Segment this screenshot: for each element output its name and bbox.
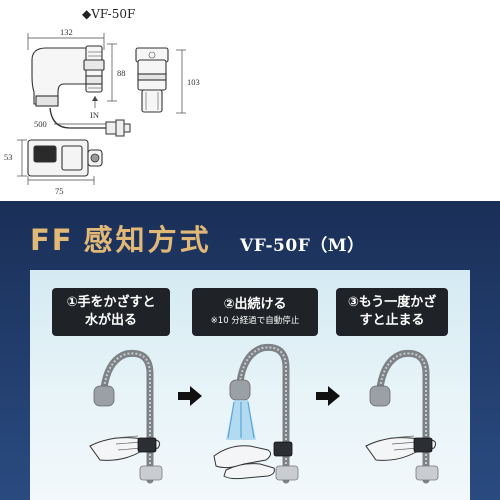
spec-drawing: ◆VF-50F	[0, 0, 500, 200]
banner-title: FF 感知方式	[30, 217, 212, 259]
dim-sensor-width: 75	[55, 186, 64, 196]
faucet-icon	[229, 343, 299, 484]
step-2-note: ※10 分経過で自動停止	[210, 316, 300, 326]
water-spray-icon	[226, 400, 256, 440]
banner-title-ff: FF	[30, 223, 74, 257]
step-3-box: ③もう一度かざ すと止まる	[336, 288, 448, 336]
step-1-box: ①手をかざすと 水が出る	[52, 288, 170, 336]
dim-cord-length: 500	[34, 119, 47, 129]
steps-panel: ①手をかざすと 水が出る ②出続ける ※10 分経過で自動停止 ③もう一度かざ …	[30, 270, 470, 500]
dim-sensor-height: 53	[4, 152, 13, 162]
faucet-icon	[369, 349, 439, 484]
dim-height-body: 88	[117, 68, 126, 78]
technical-drawing	[17, 33, 186, 185]
step-2-box: ②出続ける ※10 分経過で自動停止	[192, 288, 318, 336]
step-3-line1: ③もう一度かざ	[347, 295, 437, 310]
banner-title-text: 感知方式	[83, 223, 212, 257]
step-1-line2: 水が出る	[84, 313, 137, 328]
dim-in-label: IN	[90, 110, 99, 120]
dim-height-side: 103	[187, 77, 200, 87]
arrow-right-icon	[316, 386, 340, 406]
model-label: ◆VF-50F	[82, 7, 136, 21]
steps-illustration	[89, 343, 439, 484]
faucet-icon	[93, 349, 163, 484]
banner-model: VF-50F（M）	[240, 236, 365, 256]
arrow-right-icon	[178, 386, 202, 406]
sensing-method-banner: FF 感知方式 VF-50F（M） ①手をかざすと 水が出る ②出続ける ※10 …	[0, 201, 500, 500]
step-3-line2: すと止まる	[359, 313, 425, 328]
hand-icon	[213, 445, 275, 480]
step-1-line1: ①手をかざすと	[66, 295, 156, 310]
step-2-line1: ②出続ける	[223, 297, 287, 312]
dim-width-top: 132	[60, 27, 73, 37]
